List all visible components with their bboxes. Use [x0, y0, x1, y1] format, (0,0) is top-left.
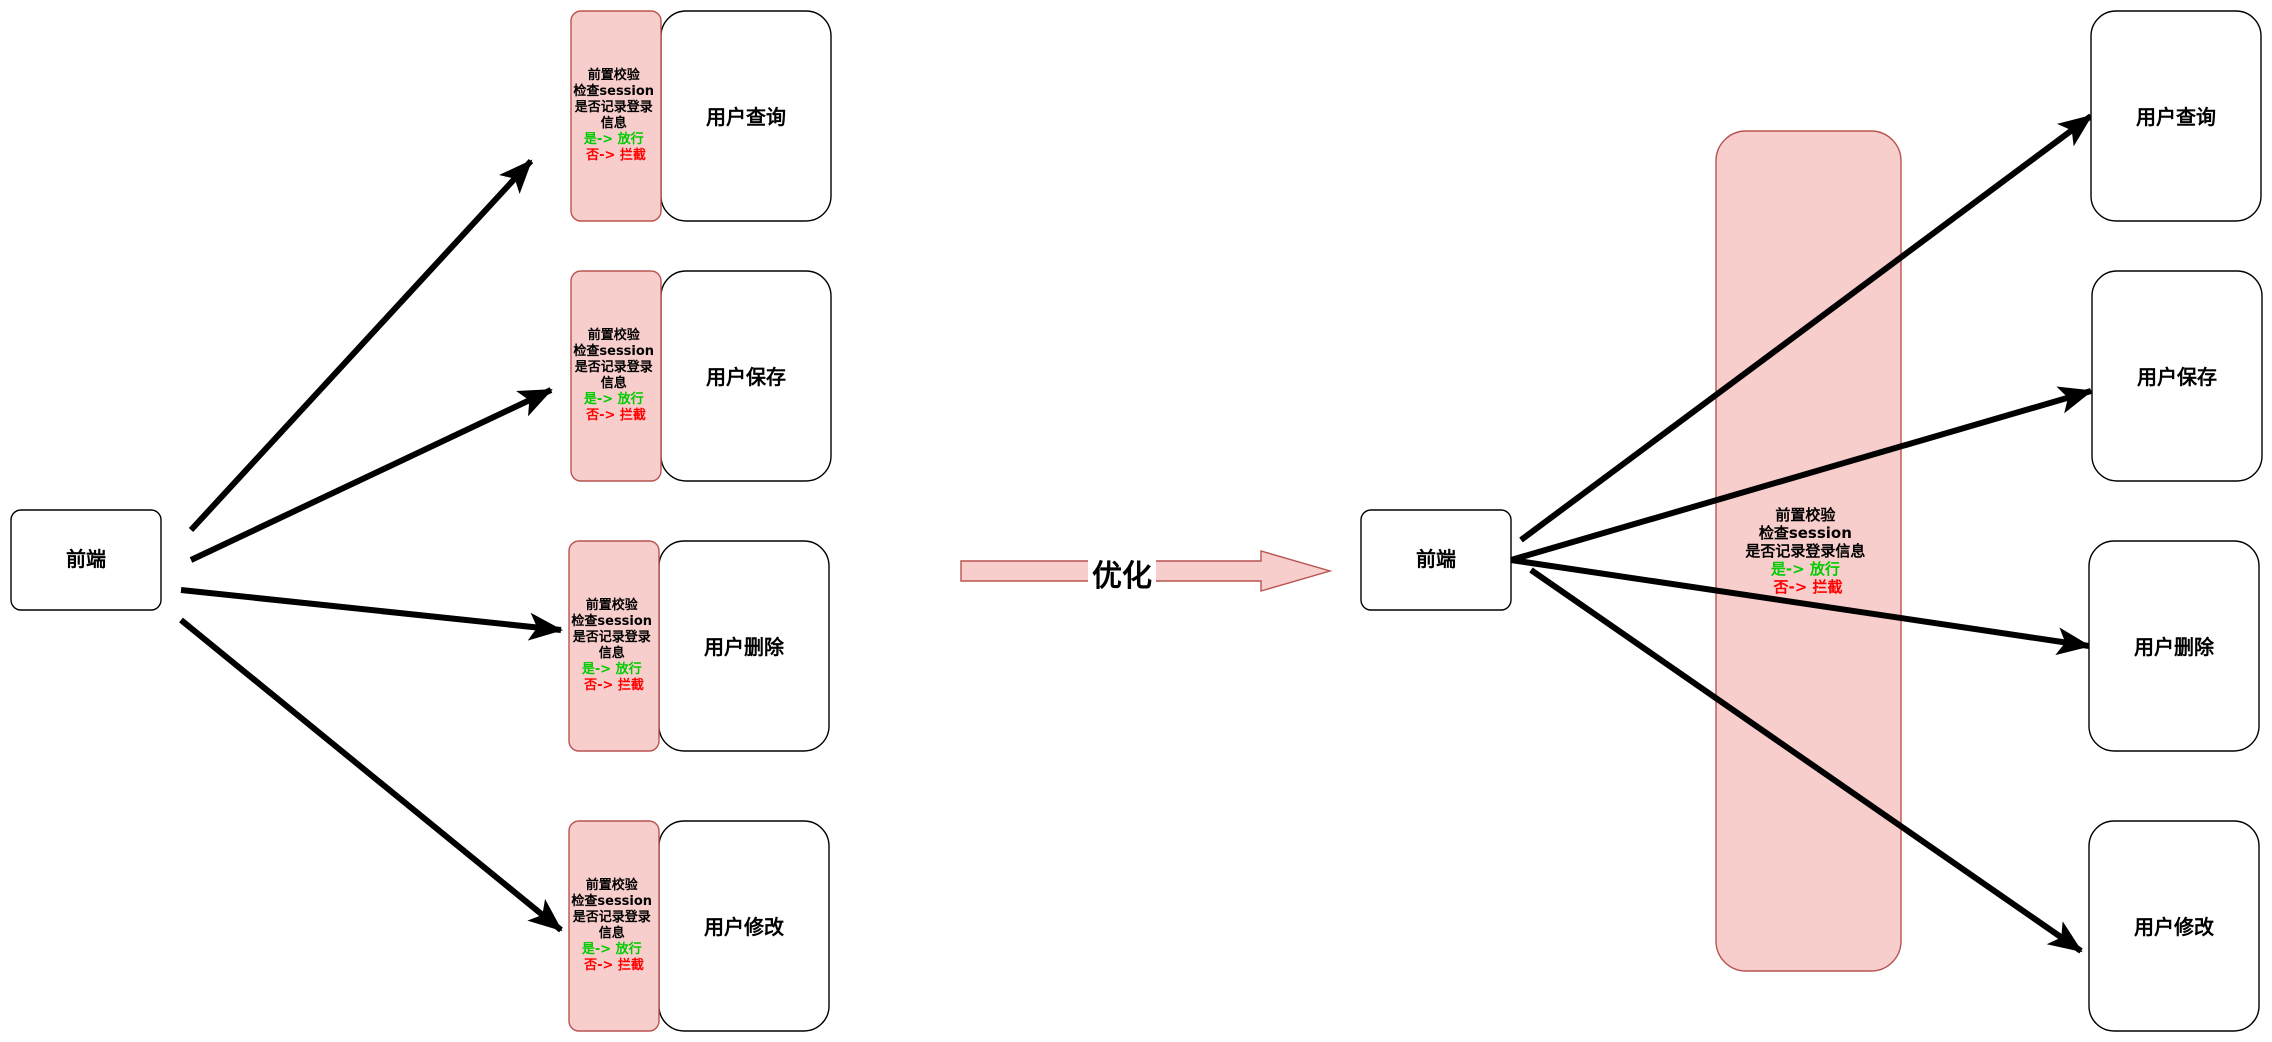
right-service-label-delete: 用户删除	[2134, 635, 2215, 659]
left-frontend-label: 前端	[66, 547, 106, 571]
left-interceptor-allow: 是-> 放行	[583, 391, 644, 407]
left-interceptor-line: 是否记录登录	[572, 909, 651, 925]
left-service-row: 前置校验 检查session 是否记录登录 信息 是-> 放行 否-> 拦截 用…	[568, 820, 830, 1032]
left-service-row: 前置校验 检查session 是否记录登录 信息 是-> 放行 否-> 拦截 用…	[568, 540, 830, 752]
left-arrow-delete	[180, 587, 563, 641]
left-arrow-update	[179, 617, 563, 933]
right-arrow-update	[1529, 567, 2083, 954]
right-service-box-save[interactable]	[2091, 270, 2263, 482]
left-interceptor-text: 前置校验 检查session 是否记录登录 信息 是-> 放行 否-> 拦截	[571, 877, 656, 973]
left-service-label-delete: 用户删除	[704, 635, 785, 659]
left-interceptor-line: 检查session	[573, 83, 654, 99]
left-interceptor-line: 前置校验	[588, 327, 641, 343]
right-service-box-query[interactable]	[2090, 10, 2262, 222]
left-interceptor-allow: 是-> 放行	[581, 661, 642, 677]
right-interceptor-box[interactable]	[1715, 130, 1902, 972]
left-service-label-save: 用户保存	[706, 365, 786, 389]
left-interceptor-line: 检查session	[571, 613, 652, 629]
left-service-label-update: 用户修改	[704, 915, 785, 939]
left-service-label-query: 用户查询	[706, 105, 786, 129]
right-arrow-save	[1510, 386, 2093, 563]
left-interceptor-text: 前置校验 检查session 是否记录登录 信息 是-> 放行 否-> 拦截	[573, 327, 658, 423]
left-interceptor-line: 前置校验	[586, 597, 639, 613]
left-interceptor-text: 前置校验 检查session 是否记录登录 信息 是-> 放行 否-> 拦截	[573, 67, 658, 163]
left-interceptor-allow: 是-> 放行	[581, 941, 642, 957]
right-arrow-delete	[1510, 557, 2091, 656]
right-interceptor-deny: 否-> 拦截	[1772, 578, 1842, 596]
optimize-label: 优化	[1092, 559, 1152, 594]
left-arrow-save	[189, 387, 553, 563]
right-service-label-update: 用户修改	[2134, 915, 2215, 939]
optimize-label-bg	[1088, 555, 1156, 591]
left-interceptor-line: 信息	[601, 375, 627, 391]
right-interceptor-text: 前置校验 检查session 是否记录登录信息 是-> 放行 否-> 拦截	[1744, 506, 1870, 596]
left-interceptor-line: 信息	[601, 115, 627, 131]
left-interceptor-box-update[interactable]	[568, 820, 660, 1032]
left-interceptor-deny: 否-> 拦截	[583, 957, 644, 973]
left-interceptor-line: 检查session	[573, 343, 654, 359]
right-service-label-query: 用户查询	[2136, 105, 2216, 129]
left-interceptor-text: 前置校验 检查session 是否记录登录 信息 是-> 放行 否-> 拦截	[571, 597, 656, 693]
left-interceptor-line: 前置校验	[586, 877, 639, 893]
left-interceptor-box-delete[interactable]	[568, 540, 660, 752]
left-arrow-query	[188, 158, 534, 533]
left-service-row: 前置校验 检查session 是否记录登录 信息 是-> 放行 否-> 拦截 用…	[570, 270, 832, 482]
left-interceptor-line: 是否记录登录	[574, 359, 653, 375]
left-interceptor-line: 前置校验	[588, 67, 641, 83]
left-interceptor-deny: 否-> 拦截	[585, 147, 646, 163]
right-arrow-query	[1519, 113, 2093, 543]
left-interceptor-box-save[interactable]	[570, 270, 662, 482]
left-interceptor-line: 信息	[599, 925, 625, 941]
right-interceptor-allow: 是-> 放行	[1770, 560, 1840, 578]
right-interceptor-line: 是否记录登录信息	[1744, 542, 1865, 560]
left-interceptor-deny: 否-> 拦截	[585, 407, 646, 423]
left-interceptor-line: 信息	[599, 645, 625, 661]
left-frontend-box[interactable]	[10, 509, 162, 611]
left-interceptor-line: 是否记录登录	[574, 99, 653, 115]
right-service-box-delete[interactable]	[2088, 540, 2260, 752]
left-interceptor-line: 检查session	[571, 893, 652, 909]
left-interceptor-deny: 否-> 拦截	[583, 677, 644, 693]
left-interceptor-line: 是否记录登录	[572, 629, 651, 645]
right-interceptor-line: 前置校验	[1775, 506, 1836, 524]
right-service-box-update[interactable]	[2088, 820, 2260, 1032]
left-service-row: 前置校验 检查session 是否记录登录 信息 是-> 放行 否-> 拦截 用…	[570, 10, 832, 222]
left-interceptor-allow: 是-> 放行	[583, 131, 644, 147]
right-interceptor-line: 检查session	[1759, 524, 1852, 542]
left-interceptor-box-query[interactable]	[570, 10, 662, 222]
right-frontend-label: 前端	[1416, 547, 1456, 571]
right-service-label-save: 用户保存	[2137, 365, 2217, 389]
